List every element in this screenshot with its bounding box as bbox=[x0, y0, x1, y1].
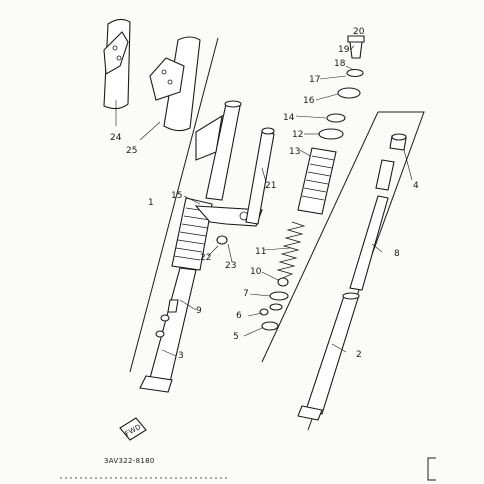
callout-6: 6 bbox=[236, 311, 242, 321]
fork-cover-24 bbox=[103, 18, 131, 110]
callout-25: 25 bbox=[126, 146, 137, 156]
fork-spring-11 bbox=[276, 221, 306, 281]
outer-tube-2 bbox=[297, 292, 360, 421]
diagram-code: 3AV322-8180 bbox=[104, 457, 155, 465]
callout-5: 5 bbox=[233, 332, 239, 342]
callout-9: 9 bbox=[196, 306, 202, 316]
inner-tube-21 bbox=[245, 127, 275, 225]
small-hardware bbox=[259, 277, 289, 331]
leader-lines bbox=[115, 45, 413, 357]
dust-boot-13 bbox=[297, 147, 337, 215]
callout-4: 4 bbox=[413, 181, 419, 191]
callout-19: 19 bbox=[338, 45, 350, 55]
callout-3: 3 bbox=[178, 351, 184, 361]
cap-bolt-4 bbox=[389, 133, 407, 151]
fwd-direction-tag: FWD bbox=[119, 417, 147, 441]
fork-cover-25 bbox=[149, 36, 201, 132]
callout-10: 10 bbox=[250, 267, 262, 277]
callout-15: 15 bbox=[171, 191, 182, 201]
inner-tube-8 bbox=[349, 159, 395, 291]
fork-leg-assembly-1 bbox=[139, 100, 242, 393]
callout-7: 7 bbox=[243, 289, 249, 299]
callout-16: 16 bbox=[303, 96, 315, 106]
corner-bracket bbox=[427, 457, 436, 481]
callout-24: 24 bbox=[110, 133, 122, 143]
callout-8: 8 bbox=[394, 249, 400, 259]
callout-21: 21 bbox=[265, 181, 276, 191]
callout-11: 11 bbox=[255, 247, 266, 257]
callout-20: 20 bbox=[353, 27, 365, 37]
top-hardware-stack bbox=[318, 35, 365, 140]
callout-1: 1 bbox=[148, 198, 154, 208]
callout-17: 17 bbox=[309, 75, 320, 85]
callout-13: 13 bbox=[289, 147, 300, 157]
callout-23: 23 bbox=[225, 261, 236, 271]
callout-2: 2 bbox=[356, 350, 362, 360]
callout-labels: 24 25 1 15 21 13 14 12 16 17 18 19 20 11… bbox=[110, 27, 419, 361]
callout-14: 14 bbox=[283, 113, 295, 123]
callout-22: 22 bbox=[200, 253, 211, 263]
callout-18: 18 bbox=[334, 59, 346, 69]
callout-12: 12 bbox=[292, 130, 303, 140]
